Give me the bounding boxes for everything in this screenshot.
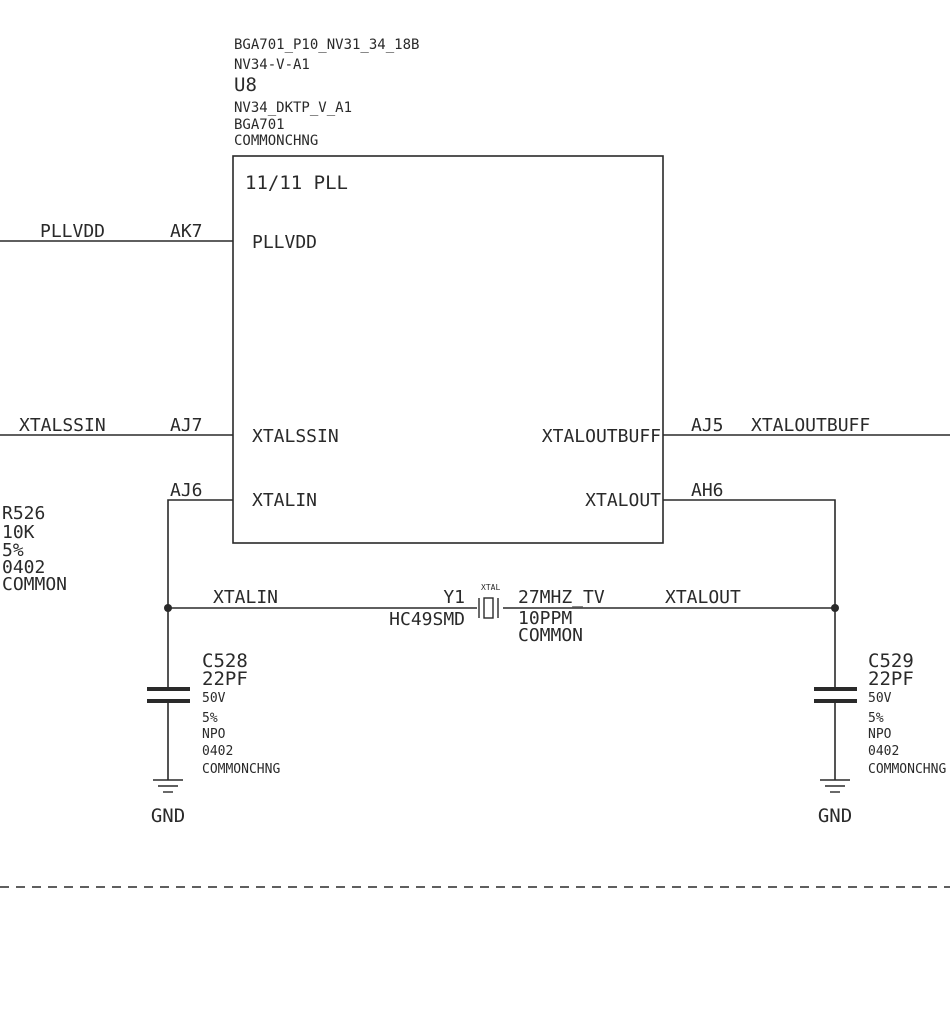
xtalout-pin-name: XTALOUT	[585, 490, 661, 511]
xtalin-pin-name: XTALIN	[252, 490, 317, 511]
c528-bom: COMMONCHNG	[202, 762, 280, 777]
capacitor-c528-symbol	[147, 608, 190, 780]
xtalssin-net-label: XTALSSIN	[19, 415, 106, 436]
c529-tolerance: 5%	[868, 711, 884, 726]
xtalssin-ball: AJ7	[170, 415, 203, 436]
c529-value: 22PF	[868, 668, 914, 690]
c528-value: 22PF	[202, 668, 248, 690]
c529-package: 0402	[868, 744, 899, 759]
r526-bom: COMMON	[2, 574, 67, 595]
c528-ground-icon	[153, 779, 183, 793]
part-package: BGA701	[234, 117, 285, 133]
xtalout-ball: AH6	[691, 480, 724, 501]
xtaloutbuff-net-label: XTALOUTBUFF	[751, 415, 870, 436]
c529-voltage: 50V	[868, 691, 892, 706]
xtalout-wire	[663, 499, 836, 608]
c529-dielectric: NPO	[868, 727, 892, 742]
y1-type: XTAL	[481, 583, 500, 592]
y1-bom: COMMON	[518, 625, 583, 646]
c529-ref: C529	[868, 650, 914, 672]
y1-package: HC49SMD	[389, 609, 465, 630]
c529-bom: COMMONCHNG	[868, 762, 946, 777]
c528-package: 0402	[202, 744, 233, 759]
c528-ref: C528	[202, 650, 248, 672]
pllvdd-pin-name: PLLVDD	[252, 232, 317, 253]
c528-ground-label: GND	[151, 805, 185, 827]
part-bom: COMMONCHNG	[234, 133, 318, 149]
xtaloutbuff-pin-name: XTALOUTBUFF	[542, 426, 661, 447]
c529-ground-label: GND	[818, 805, 852, 827]
r526-value: 10K	[2, 522, 35, 543]
xtaloutbuff-ball: AJ5	[691, 415, 724, 436]
xtalin-wire	[167, 499, 233, 608]
part-symbol-name: BGA701_P10_NV31_34_18B	[234, 37, 419, 53]
c528-voltage: 50V	[202, 691, 226, 706]
capacitor-c529-symbol	[814, 608, 857, 780]
c528-dielectric: NPO	[202, 727, 226, 742]
y1-tolerance: 10PPM	[518, 608, 572, 629]
r526-package: 0402	[2, 557, 45, 578]
c529-ground-icon	[820, 779, 850, 793]
ic-section-title: 11/11 PLL	[245, 172, 348, 194]
c528-tolerance: 5%	[202, 711, 218, 726]
part-device: NV34_DKTP_V_A1	[234, 100, 352, 116]
ic-body	[232, 155, 664, 544]
y1-value: 27MHZ_TV	[518, 587, 605, 608]
r526-labels: R526 10K 5% 0402 COMMON	[2, 503, 67, 595]
part-number: NV34-V-A1	[234, 57, 310, 73]
crystal-y1-symbol	[478, 597, 499, 619]
xtalssin-pin-name: XTALSSIN	[252, 426, 339, 447]
xtalin-net-label: XTALIN	[213, 587, 278, 608]
y1-ref: Y1	[443, 587, 465, 608]
xtalout-net-label: XTALOUT	[665, 587, 741, 608]
r526-ref: R526	[2, 503, 45, 524]
r526-tolerance: 5%	[2, 540, 24, 561]
part-refdes: U8	[234, 74, 257, 96]
xtalin-ball: AJ6	[170, 480, 203, 501]
pllvdd-net-label: PLLVDD	[40, 221, 105, 242]
pllvdd-ball: AK7	[170, 221, 203, 242]
